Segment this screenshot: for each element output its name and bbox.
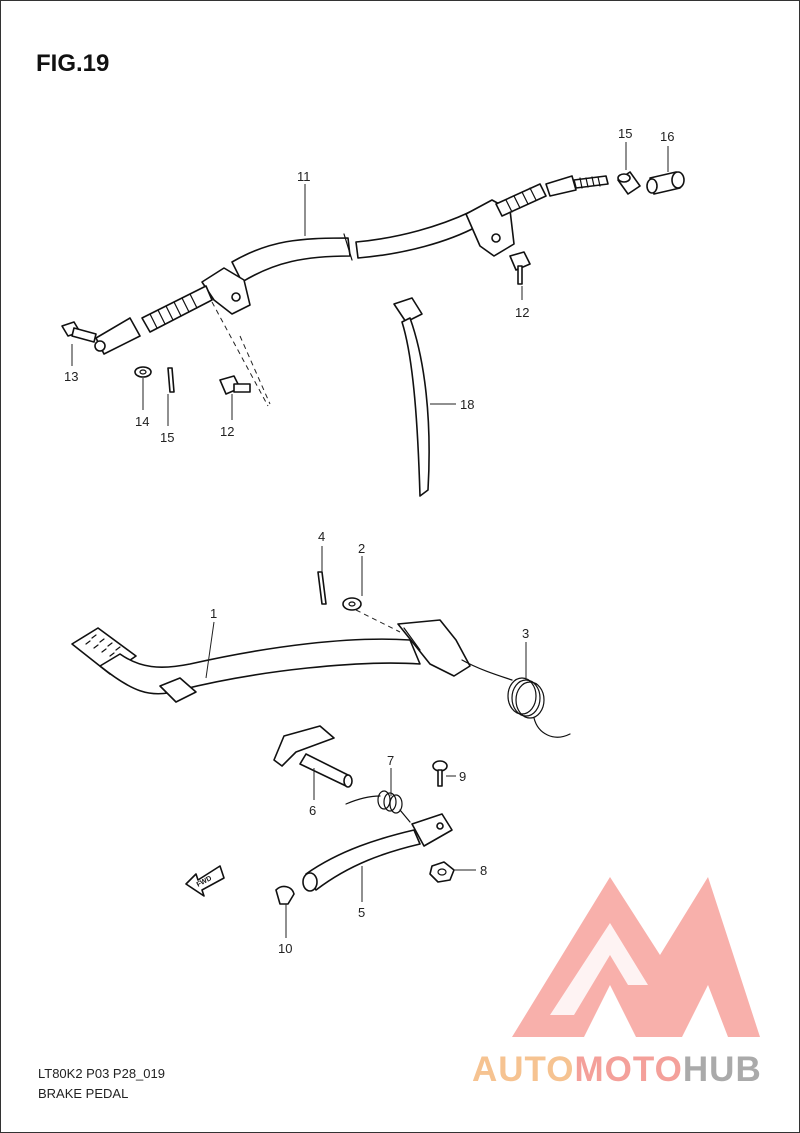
brake-cable <box>94 175 609 407</box>
bolt-upper <box>509 251 531 285</box>
forward-direction-arrow: FWD <box>185 865 225 897</box>
callout-7: 7 <box>387 753 394 768</box>
callout-4: 4 <box>318 529 325 544</box>
diagram-name: BRAKE PEDAL <box>38 1086 129 1101</box>
callout-14: 14 <box>135 414 149 429</box>
callout-12-lower: 12 <box>220 424 234 439</box>
bolt-lower <box>219 375 251 395</box>
callout-13: 13 <box>64 369 78 384</box>
return-spring-3 <box>461 659 571 738</box>
callout-2: 2 <box>358 541 365 556</box>
callout-10: 10 <box>278 941 292 956</box>
cotter-pin-15 <box>167 367 175 393</box>
callout-15: 15 <box>160 430 174 445</box>
watermark-auto: AUTO <box>472 1050 575 1089</box>
leader-lines <box>71 142 669 938</box>
callout-11: 11 <box>297 169 311 184</box>
callout-16: 15 <box>618 126 632 141</box>
watermark-text: AUTOMOTOHUB <box>472 1050 762 1090</box>
figure-title: FIG.19 <box>36 50 110 77</box>
bolt-13 <box>61 321 97 343</box>
callout-12-upper: 12 <box>515 305 529 320</box>
watermark-logo <box>512 877 760 1037</box>
callout-18: 18 <box>460 397 474 412</box>
callout-5: 5 <box>358 905 365 920</box>
washer-14 <box>134 366 152 378</box>
cotter-pin-4 <box>317 571 327 605</box>
screw-9 <box>432 760 448 787</box>
callout-1: 1 <box>210 606 217 621</box>
callout-9: 9 <box>459 769 466 784</box>
callout-8: 8 <box>480 863 487 878</box>
bushing-17 <box>646 171 685 195</box>
spring-7 <box>345 790 411 823</box>
callout-6: 6 <box>309 803 316 818</box>
brake-pedal-1 <box>71 619 471 703</box>
callout-labels: 11 15 16 12 13 14 15 12 18 4 2 1 3 7 9 6… <box>64 126 674 956</box>
watermark-hub: HUB <box>682 1050 762 1089</box>
pivot-shaft-6 <box>273 725 353 788</box>
cable-joint-16 <box>617 171 641 195</box>
diagram-code: LT80K2 P03 P28_019 <box>38 1066 165 1081</box>
nut-8 <box>429 861 455 883</box>
watermark-moto: MOTO <box>574 1050 683 1089</box>
callout-17: 16 <box>660 129 674 144</box>
callout-3: 3 <box>522 626 529 641</box>
brake-lever-5 <box>302 813 453 892</box>
cable-tie-18 <box>393 297 430 497</box>
washer-2 <box>342 597 362 611</box>
cap-10 <box>275 885 295 905</box>
